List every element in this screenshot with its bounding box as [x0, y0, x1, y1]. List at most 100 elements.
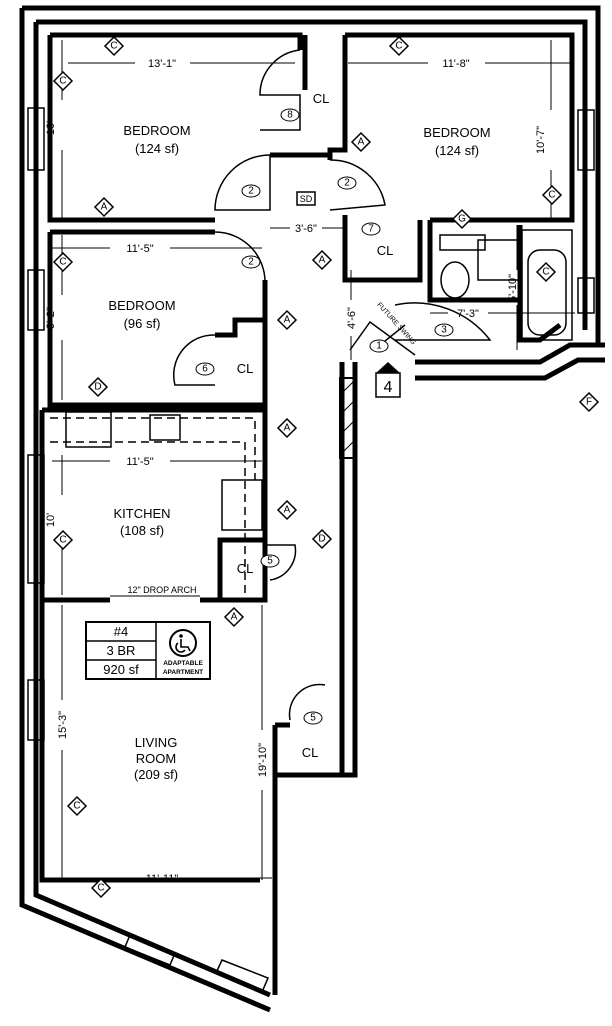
tag-c: C	[103, 35, 125, 57]
svg-text:A: A	[231, 612, 238, 623]
svg-text:C: C	[59, 535, 66, 546]
closet-label: CL	[302, 745, 319, 760]
svg-text:19'-10": 19'-10"	[257, 743, 269, 777]
svg-text:6: 6	[202, 364, 208, 375]
door-number: 7	[361, 222, 381, 236]
tag-a: A	[223, 606, 245, 628]
svg-text:C: C	[548, 190, 555, 201]
svg-text:4'-6": 4'-6"	[346, 307, 358, 329]
door-number: 2	[241, 184, 261, 198]
svg-text:D: D	[94, 382, 101, 393]
svg-text:3: 3	[441, 325, 447, 336]
svg-text:11'-5": 11'-5"	[126, 243, 153, 255]
svg-text:9'-2": 9'-2"	[45, 307, 57, 329]
closet-label: CL	[377, 243, 394, 258]
svg-text:C: C	[73, 801, 80, 812]
tag-a: A	[276, 309, 298, 331]
refrigerator	[221, 479, 263, 531]
svg-text:C: C	[395, 41, 402, 52]
door-numbers: 8 2 2 2 7 3 6 5 5 1	[195, 108, 454, 725]
unit-legend: #4 3 BR 920 sf ADAPTABLE APARTMENT	[85, 621, 211, 680]
svg-text:BEDROOM: BEDROOM	[108, 298, 175, 313]
svg-text:2: 2	[248, 186, 254, 197]
svg-text:ROOM: ROOM	[136, 751, 176, 766]
doors	[172, 49, 492, 721]
svg-text:(96 sf): (96 sf)	[124, 316, 161, 331]
door-number: 3	[434, 323, 454, 337]
svg-text:C: C	[97, 883, 104, 894]
sink	[477, 239, 521, 281]
exterior-walls	[19, 5, 605, 1013]
kitchen-sink	[149, 414, 181, 441]
svg-text:A: A	[358, 137, 365, 148]
svg-text:A: A	[284, 505, 291, 516]
wheelchair-icon	[169, 629, 197, 657]
tag-c: C	[52, 529, 74, 551]
svg-text:5'-10": 5'-10"	[507, 274, 519, 302]
svg-text:11'-5": 11'-5"	[126, 456, 153, 468]
closet-label: CL	[313, 91, 330, 106]
svg-text:10': 10'	[45, 513, 57, 527]
closet-labels: CL CL CL CL CL	[237, 91, 394, 760]
svg-text:A: A	[319, 255, 326, 266]
bedroom-3: BEDROOM (96 sf)	[108, 298, 175, 331]
legend-area: 920 sf	[103, 662, 139, 677]
door-number: 5	[260, 554, 280, 568]
door-number: 5	[303, 711, 323, 725]
svg-text:4: 4	[384, 379, 393, 396]
hatched-wall	[339, 377, 356, 459]
tag-c: C	[52, 251, 74, 273]
svg-text:(124 sf): (124 sf)	[435, 143, 479, 158]
tag-a: A	[276, 417, 298, 439]
svg-text:G: G	[458, 214, 466, 225]
toilet	[440, 261, 470, 299]
svg-text:11'-8": 11'-8"	[442, 58, 469, 70]
windows	[27, 107, 595, 993]
door-number: 2	[241, 255, 261, 269]
door-number: 1	[369, 339, 389, 353]
svg-text:10': 10'	[45, 121, 57, 135]
svg-text:LIVING: LIVING	[135, 735, 178, 750]
tag-f: F	[578, 391, 600, 413]
svg-text:1: 1	[376, 341, 382, 352]
kitchen: KITCHEN (108 sf)	[113, 506, 170, 538]
svg-text:7: 7	[368, 224, 374, 235]
svg-text:15'-3": 15'-3"	[57, 711, 69, 739]
svg-text:2: 2	[248, 257, 254, 268]
svg-text:2: 2	[344, 178, 350, 189]
svg-text:8: 8	[287, 110, 293, 121]
svg-text:3'-6": 3'-6"	[295, 223, 317, 235]
tag-c: C	[90, 877, 112, 899]
tag-g: G	[451, 208, 473, 230]
svg-text:C: C	[59, 76, 66, 87]
svg-text:5: 5	[267, 556, 273, 567]
legend-unit: #4	[114, 624, 128, 639]
svg-text:A: A	[101, 202, 108, 213]
svg-text:C: C	[542, 267, 549, 278]
svg-text:APARTMENT: APARTMENT	[163, 669, 203, 676]
svg-text:(108 sf): (108 sf)	[120, 523, 164, 538]
svg-text:D: D	[318, 534, 325, 545]
svg-text:(209 sf): (209 sf)	[134, 767, 178, 782]
tag-a: A	[276, 499, 298, 521]
living-room: LIVING ROOM (209 sf)	[134, 735, 178, 782]
tag-c: C	[535, 261, 557, 283]
smoke-detector: SD	[296, 191, 316, 206]
svg-text:ADAPTABLE: ADAPTABLE	[163, 660, 203, 667]
svg-text:C: C	[59, 257, 66, 268]
svg-text:C: C	[110, 41, 117, 52]
tag-c: C	[541, 184, 563, 206]
svg-text:13'-1": 13'-1"	[148, 58, 176, 70]
unit-marker: 4	[375, 362, 401, 398]
svg-text:11'-11": 11'-11"	[146, 873, 179, 885]
svg-text:10'-7": 10'-7"	[535, 126, 547, 154]
svg-text:BEDROOM: BEDROOM	[423, 125, 490, 140]
door-number: 8	[280, 108, 300, 122]
drop-arch-note: 12" DROP ARCH	[127, 585, 196, 595]
bathtub	[521, 229, 573, 341]
legend-bedrooms: 3 BR	[107, 643, 136, 658]
tag-a: A	[311, 249, 333, 271]
door-number: 2	[337, 176, 357, 190]
tag-c: C	[66, 795, 88, 817]
